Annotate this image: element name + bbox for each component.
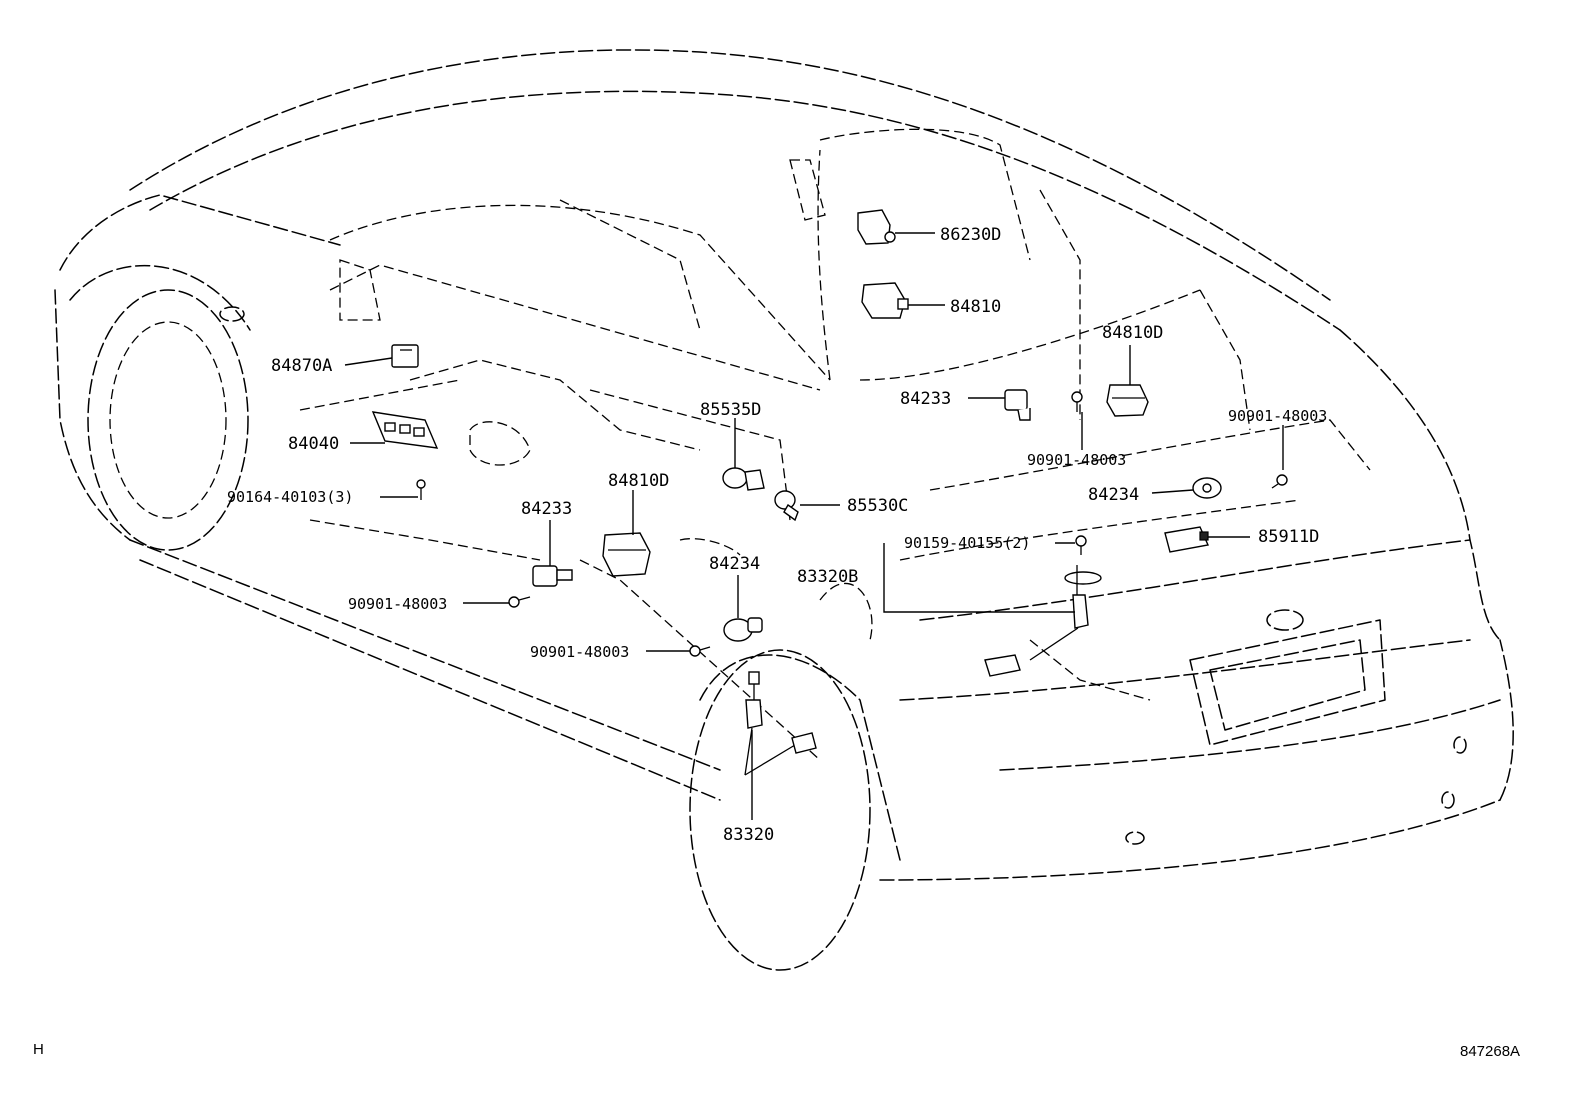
label-85911D: 85911D xyxy=(1258,527,1319,547)
part-84810-icon xyxy=(861,282,909,319)
label-84810D-mid: 84810D xyxy=(608,471,669,491)
screw-right-a-icon xyxy=(1071,391,1083,412)
part-84233-left-icon xyxy=(532,565,573,587)
label-84234-mid: 84234 xyxy=(709,554,760,574)
part-84234-right-icon xyxy=(1192,477,1222,499)
figure-number: 847268A xyxy=(1460,1043,1520,1060)
screw-90164-icon xyxy=(416,479,426,500)
part-86230D-icon xyxy=(857,209,896,245)
parts xyxy=(371,209,1288,776)
part-83320-icon xyxy=(744,671,817,776)
part-84810D-right-icon xyxy=(1106,384,1149,417)
screw-right-b-icon xyxy=(1271,474,1288,489)
part-85530C-icon xyxy=(774,490,799,522)
label-84233-left: 84233 xyxy=(521,499,572,519)
screw-90159-icon xyxy=(1075,535,1087,555)
car-outline xyxy=(54,49,1514,971)
label-83320: 83320 xyxy=(723,825,774,845)
label-84040: 84040 xyxy=(288,434,339,454)
label-86230D: 86230D xyxy=(940,225,1001,245)
part-85911D-icon xyxy=(1164,526,1210,553)
part-84233-right-icon xyxy=(1004,389,1031,421)
part-84234-mid-icon xyxy=(723,617,763,642)
screw-left-b-icon xyxy=(689,645,711,657)
part-84040-icon xyxy=(371,411,439,449)
label-90901-right-a: 90901-48003 xyxy=(1228,407,1327,425)
label-90901-right-b: 90901-48003 xyxy=(1027,451,1126,469)
screw-left-a-icon xyxy=(508,596,531,608)
leader-lines xyxy=(344,232,1284,820)
part-84810D-mid-icon xyxy=(602,532,651,577)
part-labels: 86230D 84810 84810D 84233 90901-48003 90… xyxy=(227,225,1327,845)
label-90159: 90159-40155(2) xyxy=(904,534,1030,552)
label-90164: 90164-40103(3) xyxy=(227,488,353,506)
label-90901-left-a: 90901-48003 xyxy=(348,595,447,613)
label-85530C: 85530C xyxy=(847,496,908,516)
label-85535D: 85535D xyxy=(700,400,761,420)
part-83320B-icon xyxy=(984,565,1102,677)
label-84234-right: 84234 xyxy=(1088,485,1139,505)
footer-left-mark: H xyxy=(33,1041,44,1058)
label-84870A: 84870A xyxy=(271,356,332,376)
label-83320B: 83320B xyxy=(797,567,858,587)
part-84870A-icon xyxy=(391,344,419,368)
label-84233-right: 84233 xyxy=(900,389,951,409)
label-84810D-right: 84810D xyxy=(1102,323,1163,343)
label-90901-left-b: 90901-48003 xyxy=(530,643,629,661)
part-85535D-icon xyxy=(722,467,765,491)
label-84810-top: 84810 xyxy=(950,297,1001,317)
